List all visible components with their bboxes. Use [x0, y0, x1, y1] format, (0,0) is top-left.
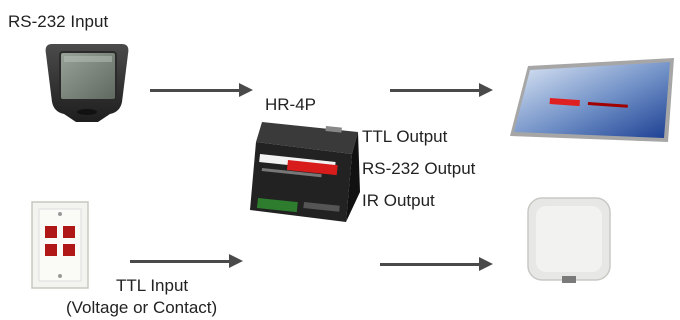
- output-arrow-top: [390, 83, 493, 97]
- ir-receiver-icon: [527, 197, 611, 283]
- wall-keypad-icon: [31, 201, 89, 289]
- input-arrow-top: [150, 83, 253, 97]
- ttl-output-label: TTL Output: [362, 127, 448, 146]
- touch-panel-icon: [45, 44, 129, 122]
- device-name-label: HR-4P: [265, 95, 317, 114]
- hr4p-device-icon: [250, 122, 360, 222]
- projector-screen-icon: [510, 58, 674, 142]
- ttl-input-note: (Voltage or Contact): [66, 298, 218, 317]
- ttl-input-label: TTL Input: [116, 276, 189, 295]
- input-arrow-bottom: [130, 254, 243, 268]
- rs232-output-label: RS-232 Output: [362, 159, 476, 178]
- rs232-input-label: RS-232 Input: [8, 12, 109, 31]
- output-arrow-bottom: [380, 257, 493, 271]
- ir-output-label: IR Output: [362, 191, 435, 210]
